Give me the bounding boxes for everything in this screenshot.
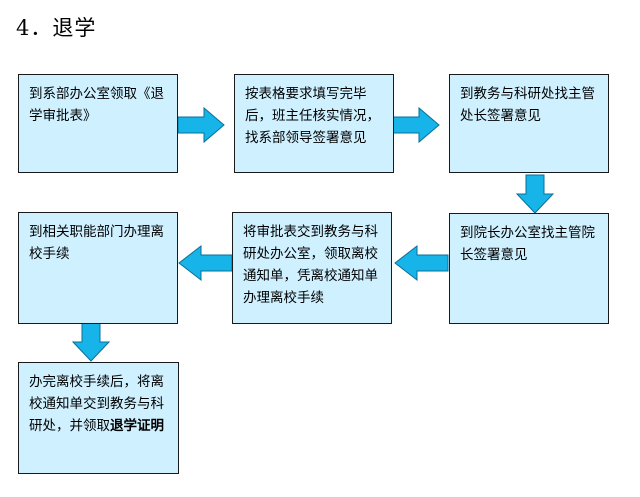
step-5-box: 将审批表交到教务与科研处办公室，领取离校通知单，凭离校通知单办理离校手续 — [232, 212, 392, 324]
step-7-box: 办完离校手续后，将离校通知单交到教务与科研处，并领取退学证明 — [18, 362, 179, 474]
step-4-text: 到院长办公室找主管院长签署意见 — [460, 225, 595, 263]
step-2-text: 按表格要求填写完毕后，班主任核实情况，找系部领导签署意见 — [245, 86, 380, 146]
arrow-right-icon — [392, 106, 440, 144]
step-6-box: 到相关职能部门办理离校手续 — [18, 212, 178, 324]
step-7-bold-text: 退学证明 — [110, 418, 164, 434]
arrow-down-icon — [71, 322, 111, 362]
step-4-box: 到院长办公室找主管院长签署意见 — [449, 213, 609, 324]
step-1-box: 到系部办公室领取《退学审批表》 — [18, 74, 178, 173]
step-3-text: 到教务与科研处找主管处长签署意见 — [460, 86, 595, 124]
step-5-text: 将审批表交到教务与科研处办公室，领取离校通知单，凭离校通知单办理离校手续 — [243, 224, 378, 306]
step-3-box: 到教务与科研处找主管处长签署意见 — [449, 74, 609, 173]
arrow-left-icon — [178, 244, 233, 282]
step-6-text: 到相关职能部门办理离校手续 — [29, 224, 164, 262]
arrow-down-icon — [515, 174, 555, 214]
step-1-text: 到系部办公室领取《退学审批表》 — [29, 86, 164, 124]
step-2-box: 按表格要求填写完毕后，班主任核实情况，找系部领导签署意见 — [234, 74, 394, 173]
arrow-left-icon — [394, 244, 449, 282]
step-7-text: 办完离校手续后，将离校通知单交到教务与科研处，并领取 — [29, 374, 164, 434]
section-heading: 4．退学 — [16, 16, 97, 40]
arrow-right-icon — [177, 106, 225, 144]
